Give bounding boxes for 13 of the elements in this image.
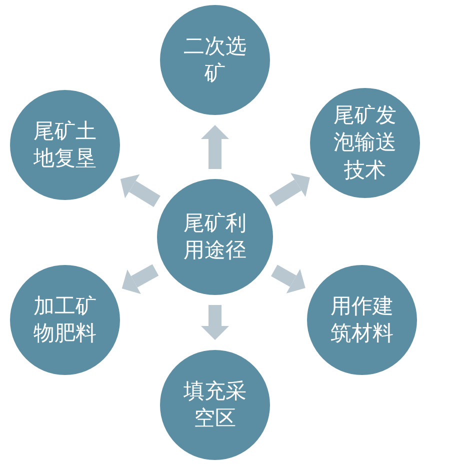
node-label: 尾矿利用途径 [182,210,248,264]
node-label: 尾矿土地复垦 [32,118,98,172]
node-label: 二次选矿 [182,32,248,87]
block-arrow [269,173,310,206]
block-arrow [271,264,306,294]
node-label: 加工矿物肥料 [32,292,98,347]
node-label: 用作建筑材料 [329,292,394,347]
node-label: 填充采空区 [182,378,248,432]
node-label: 尾矿发泡输送技术 [332,102,398,184]
block-arrow [122,264,159,294]
block-arrow [120,174,160,207]
block-arrow [201,305,229,340]
block-arrow [201,125,229,169]
